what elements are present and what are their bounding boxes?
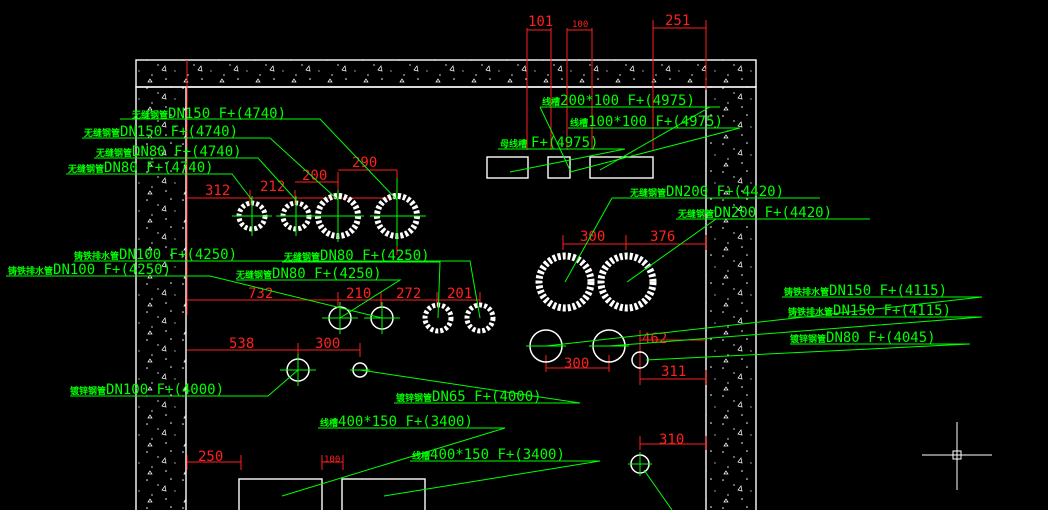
label-18: 镀锌钢管DN65 F+(4000) — [396, 389, 542, 405]
label-19: 线槽400*150 F+(3400) — [320, 414, 473, 430]
label-1: 无缝钢管DN150 F+(4740) — [131, 106, 286, 122]
label-8: 无缝钢管DN200 F+(4420) — [629, 184, 784, 200]
label-16: 镀锌钢管DN80 F+(4045) — [790, 330, 936, 346]
dim-300-upper: 300 — [580, 229, 605, 245]
label-13: 无缝钢管DN80 F+(4250) — [235, 266, 382, 282]
cable-trays — [238, 156, 654, 510]
dim-311: 311 — [661, 364, 686, 380]
label-15: 铸铁排水管DN150 F+(4115) — [788, 303, 951, 319]
label-14: 铸铁排水管DN150 F+(4115) — [784, 283, 947, 299]
dim-100-top: 100 — [572, 20, 588, 30]
pipe-dn200-a[interactable] — [535, 252, 595, 312]
dim-212: 212 — [260, 179, 285, 195]
tray-400x150-b[interactable] — [341, 478, 426, 510]
tray-100x100[interactable] — [547, 156, 571, 179]
label-3: 无缝钢管DN80 F+(4740) — [95, 144, 242, 160]
label-12: 无缝钢管DN80 F+(4250) — [283, 248, 430, 264]
label-5: 线槽200*100 F+(4975) — [542, 93, 695, 109]
leader-lines — [6, 106, 983, 510]
dim-538: 538 — [229, 336, 254, 352]
crosshair-cursor-icon — [922, 422, 992, 490]
dim-300-lower: 300 — [564, 356, 589, 372]
pipe-centre-marks — [232, 178, 652, 476]
dim-312: 312 — [205, 183, 230, 199]
label-9: 无缝钢管DN200 F+(4420) — [677, 205, 832, 221]
label-4: 无缝钢管DN80 F+(4740) — [67, 160, 214, 176]
tray-busbar[interactable] — [486, 156, 529, 179]
dim-200: 200 — [302, 168, 327, 184]
dim-272: 272 — [396, 286, 421, 302]
dim-290: 290 — [352, 155, 377, 171]
dim-100-bottom: 100 — [324, 455, 340, 465]
pipe-dn80-e[interactable] — [464, 302, 496, 334]
label-6: 线槽100*100 F+(4975) — [570, 114, 723, 130]
dimension-lines — [186, 20, 707, 470]
label-20: 线槽400*150 F+(3400) — [412, 447, 565, 463]
dim-251: 251 — [665, 13, 690, 29]
label-2: 无缝钢管DN150 F+(4740) — [83, 124, 238, 140]
label-17: 镀锌钢管DN100 F+(4000) — [70, 382, 224, 398]
dim-310: 310 — [659, 432, 684, 448]
dim-101: 101 — [528, 14, 553, 30]
label-11: 铸铁排水管DN100 F+(4250) — [8, 262, 171, 278]
dim-250: 250 — [198, 449, 223, 465]
dim-376: 376 — [650, 229, 675, 245]
dim-210: 210 — [346, 286, 371, 302]
dim-300-mid: 300 — [315, 336, 340, 352]
tray-200x100[interactable] — [589, 156, 654, 179]
label-10: 铸铁排水管DN100 F+(4250) — [74, 247, 237, 263]
pipe-dn200-b[interactable] — [597, 252, 657, 312]
tray-400x150-a[interactable] — [238, 478, 323, 510]
dim-201: 201 — [447, 286, 472, 302]
pipe-labels: 无缝钢管DN150 F+(4740) 无缝钢管DN150 F+(4740) 无缝… — [8, 93, 951, 463]
